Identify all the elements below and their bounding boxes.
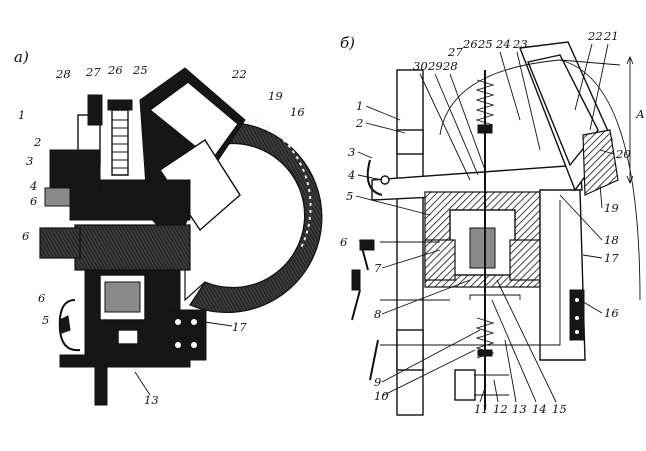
- label-b-28: 28: [442, 59, 458, 73]
- label-a-3: 3: [26, 154, 33, 168]
- panel-b-illustration: [351, 41, 641, 416]
- label-a-19: 19: [268, 89, 283, 103]
- label-b-29: 29: [427, 59, 443, 73]
- label-b-11: 11: [474, 402, 489, 416]
- label-b-9: 9: [374, 375, 381, 389]
- label-a-4: 4: [29, 179, 37, 193]
- panel-b-labels: б) 30 29 28 27 26 25 24 23 22 21 1 2 3 4…: [340, 29, 645, 416]
- frame-top: [371, 164, 583, 201]
- label-b-6: 6: [340, 235, 347, 249]
- label-b-14: 14: [532, 402, 547, 416]
- panel-a-illustration: [39, 67, 323, 406]
- label-b-1: 1: [356, 99, 363, 113]
- label-b-13: 13: [512, 402, 527, 416]
- label-a-26: 26: [107, 63, 123, 77]
- label-a-5: 5: [42, 313, 49, 327]
- label-b-7: 7: [374, 261, 382, 275]
- terminal-6: [39, 227, 81, 259]
- label-a-2: 2: [33, 135, 41, 149]
- label-b-8: 8: [374, 307, 381, 321]
- label-a-1: 1: [18, 108, 25, 122]
- label-a-27: 27: [85, 65, 101, 79]
- label-b-27: 27: [447, 45, 463, 59]
- panel-b-tag: б): [340, 34, 355, 52]
- label-b-17: 17: [604, 251, 619, 265]
- label-b-22: 22: [587, 29, 603, 43]
- label-b-25: 25: [477, 37, 493, 51]
- label-b-18: 18: [604, 233, 619, 247]
- label-b-30: 30: [413, 59, 428, 73]
- label-a-6-mid: 6: [22, 229, 29, 243]
- label-b-19: 19: [604, 201, 619, 215]
- panel-a-labels: а) 28 27 26 25 22 19 16 1 2 3 4 6 6 6 5 …: [14, 48, 305, 407]
- arc-chamber-side: [148, 81, 239, 162]
- label-b-2: 2: [355, 116, 363, 130]
- label-a-13: 13: [144, 393, 159, 407]
- label-b-15: 15: [552, 402, 567, 416]
- label-b-20: 20: [615, 147, 631, 161]
- label-a-6-upper: 6: [30, 194, 37, 208]
- label-b-16: 16: [604, 306, 619, 320]
- label-a-17: 17: [232, 320, 247, 334]
- bottom-rod: [94, 364, 108, 406]
- label-b-23: 23: [512, 37, 528, 51]
- label-a-25: 25: [132, 63, 148, 77]
- spring-upper: [475, 79, 495, 126]
- label-a-16: 16: [290, 105, 305, 119]
- label-b-dimension-A: А: [635, 107, 645, 121]
- label-b-4: 4: [347, 168, 355, 182]
- label-b-10: 10: [374, 389, 389, 403]
- mount-plate: [167, 309, 207, 361]
- label-b-5: 5: [346, 189, 353, 203]
- label-b-12: 12: [493, 402, 508, 416]
- label-b-24: 24: [495, 37, 511, 51]
- label-a-6-lower: 6: [38, 291, 45, 305]
- label-b-3: 3: [348, 145, 355, 159]
- label-a-28: 28: [55, 67, 71, 81]
- rod-28: [87, 94, 103, 126]
- label-b-26: 26: [462, 37, 478, 51]
- panel-a-tag: а): [14, 48, 29, 66]
- label-b-21: 21: [603, 29, 619, 43]
- label-a-22: 22: [231, 67, 247, 81]
